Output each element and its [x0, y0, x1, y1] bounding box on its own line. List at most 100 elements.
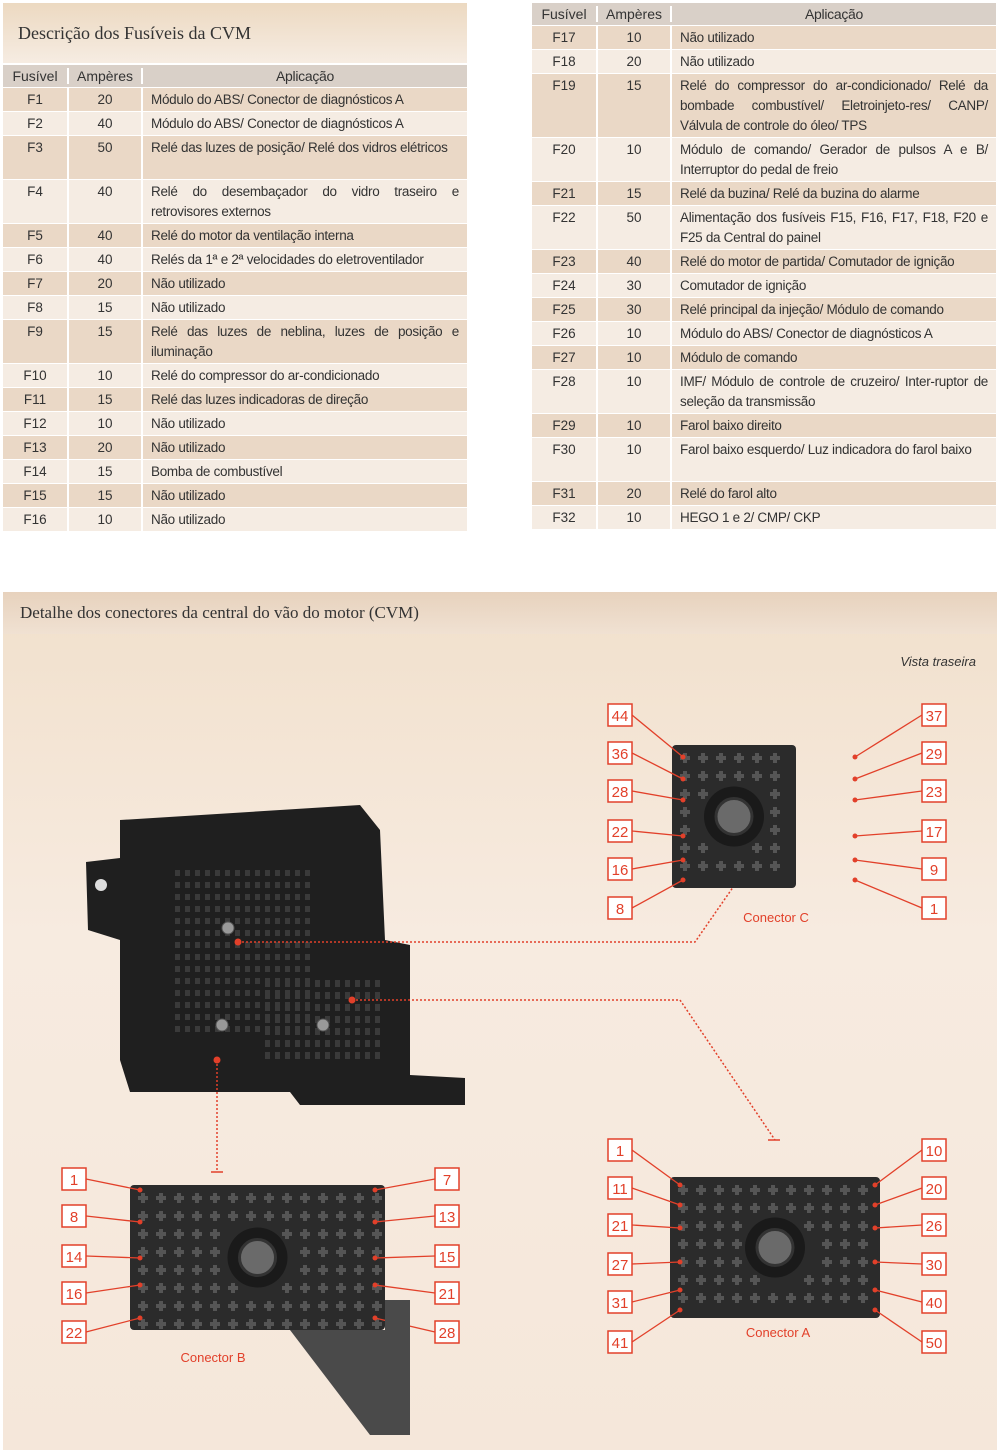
pin-number: 8 [70, 1209, 78, 1226]
fuse-application: Relés da 1ª e 2ª velocidades do eletrove… [151, 252, 424, 267]
fuse-application: Não utilizado [151, 488, 226, 503]
column-header: Ampères [69, 68, 143, 84]
pin-number: 1 [616, 1143, 624, 1160]
diagram-title: Detalhe dos conectores da central do vão… [3, 592, 997, 634]
fuse-application: Não utilizado [151, 512, 226, 527]
pin-number: 14 [66, 1249, 83, 1266]
pin-label-box [434, 1244, 460, 1268]
pin-number: 21 [439, 1286, 456, 1303]
connector-name: Conector A [746, 1325, 811, 1340]
pin-number: 13 [439, 1209, 456, 1226]
fuse-id: F21 [532, 182, 598, 205]
connector-diagram: Detalhe dos conectores da central do vão… [3, 592, 997, 1450]
column-header: Ampères [598, 6, 672, 22]
pin-label-box [921, 896, 947, 920]
pin-label-box [607, 1176, 633, 1200]
pin-label-box [607, 857, 633, 881]
pin-label-box [434, 1167, 460, 1191]
fuse-id: F3 [3, 136, 69, 179]
pin-label-box [607, 779, 633, 803]
fuse-application: Módulo do ABS/ Conector de diagnósticos … [680, 326, 933, 341]
pin-number: 31 [612, 1295, 629, 1312]
fuse-amps: 20 [598, 50, 672, 73]
fuse-application: Não utilizado [680, 30, 755, 45]
fuse-id: F20 [532, 138, 598, 181]
pin-number: 20 [926, 1181, 943, 1198]
locator-dot [234, 938, 242, 946]
pin-label-box [607, 1138, 633, 1162]
fuse-application: Comutador de ignição [680, 278, 807, 293]
pin-label-box [61, 1244, 87, 1268]
pin-number: 27 [612, 1257, 629, 1274]
fuse-amps: 50 [598, 206, 672, 249]
fuse-amps: 15 [69, 320, 143, 363]
fuse-application: Não utilizado [151, 300, 226, 315]
pin-label-box [921, 819, 947, 843]
pin-number: 29 [926, 746, 943, 763]
fuse-amps: 10 [69, 364, 143, 387]
pin-label-box [921, 1138, 947, 1162]
fuse-amps: 30 [598, 298, 672, 321]
fuse-id: F10 [3, 364, 69, 387]
leader-line [352, 999, 776, 1141]
fuse-amps: 10 [598, 370, 672, 413]
fuse-id: F5 [3, 224, 69, 247]
fuse-amps: 20 [69, 272, 143, 295]
pin-number: 37 [926, 708, 943, 725]
pin-number: 10 [926, 1143, 943, 1160]
fuse-application: Relé do farol alto [680, 486, 777, 501]
pin-label-box [921, 703, 947, 727]
pin-number: 36 [612, 746, 629, 763]
pin-label-box [921, 1290, 947, 1314]
fuse-id: F23 [532, 250, 598, 273]
fuse-amps: 15 [69, 388, 143, 411]
fuse-amps: 40 [598, 250, 672, 273]
fuse-application: Relé do motor de partida/ Comutador de i… [680, 254, 955, 269]
fuse-id: F14 [3, 460, 69, 483]
fuse-application: Relé principal da injeção/ Módulo de com… [680, 302, 944, 317]
pin-number: 28 [439, 1325, 456, 1342]
fuse-amps: 40 [69, 180, 143, 223]
pin-number: 16 [612, 862, 629, 879]
pin-label-box [921, 1252, 947, 1276]
fuse-application: Alimentação dos fusíveis F15, F16, F17, … [680, 210, 988, 245]
fuse-id: F7 [3, 272, 69, 295]
pin-number: 21 [612, 1218, 629, 1235]
fuse-application: Relé das luzes de posição/ Relé dos vidr… [151, 140, 448, 155]
pin-number: 50 [926, 1335, 943, 1352]
pin-number: 16 [66, 1286, 83, 1303]
pin-label-box [607, 1290, 633, 1314]
fuse-box-image [86, 805, 465, 1105]
fuse-application: Farol baixo direito [680, 418, 782, 433]
fuse-amps: 10 [69, 508, 143, 531]
pin-number: 22 [612, 824, 629, 841]
fuse-id: F29 [532, 414, 598, 437]
fuse-amps: 10 [69, 412, 143, 435]
fuse-id: F2 [3, 112, 69, 135]
fuse-id: F11 [3, 388, 69, 411]
fuse-id: F12 [3, 412, 69, 435]
fuse-application: Módulo de comando [680, 350, 798, 365]
pin-label-box [607, 703, 633, 727]
pin-label-box [921, 1330, 947, 1354]
fuse-application: Não utilizado [151, 416, 226, 431]
fuse-application: Bomba de combustível [151, 464, 283, 479]
fuse-id: F9 [3, 320, 69, 363]
pin-label-box [434, 1320, 460, 1344]
